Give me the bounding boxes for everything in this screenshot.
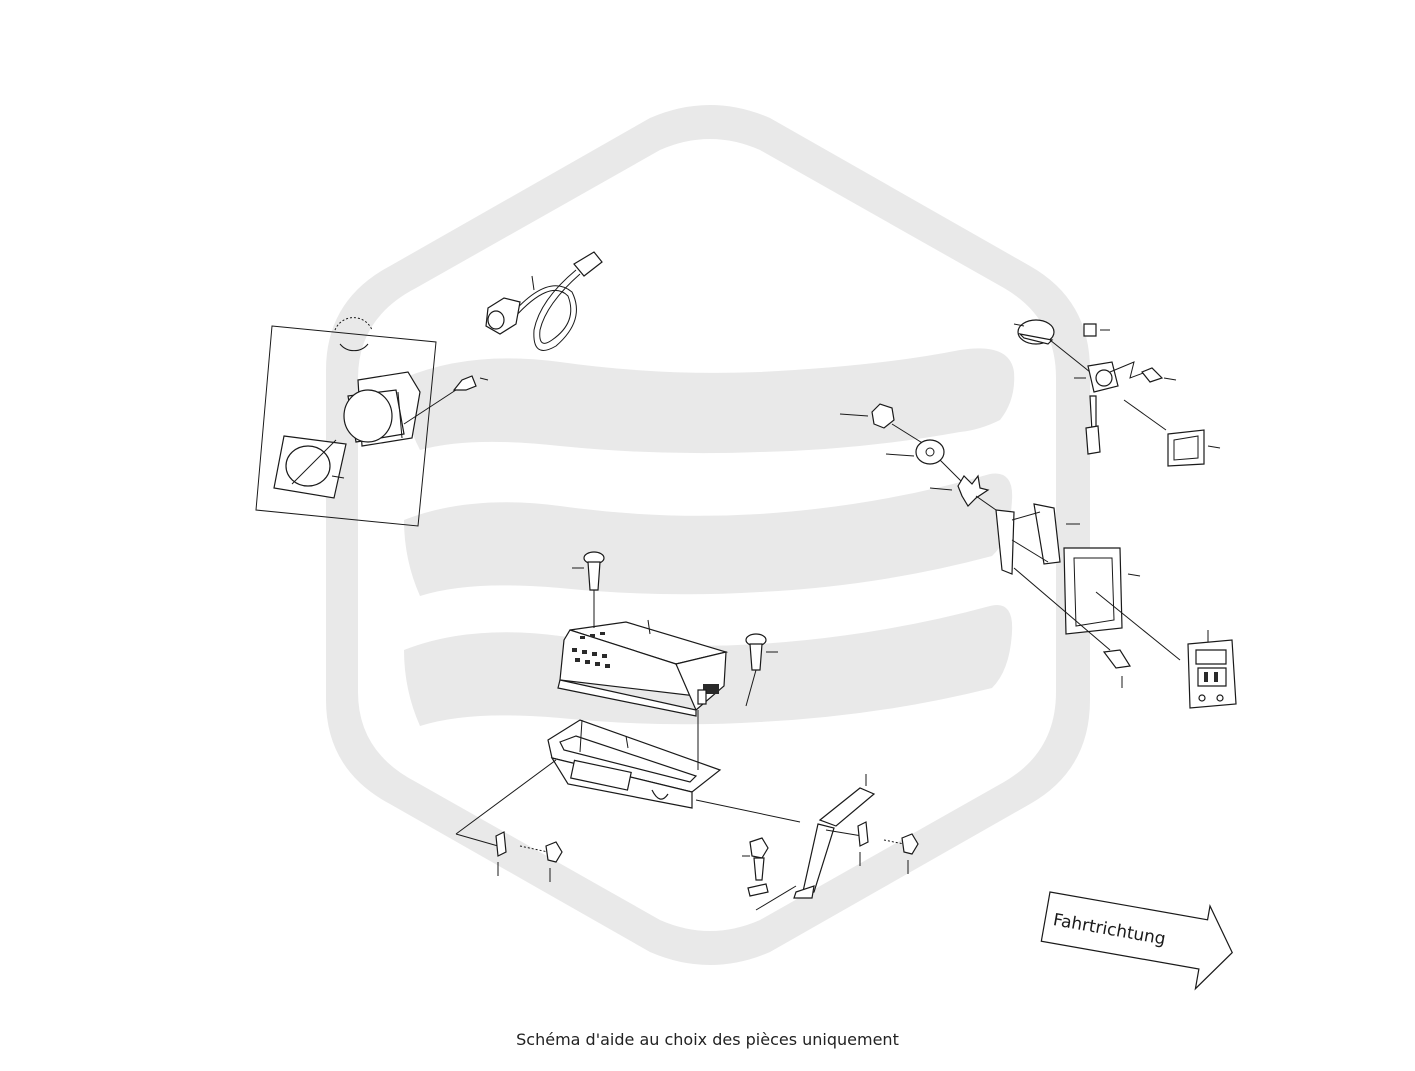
adapter-cable [486, 252, 602, 350]
diagram-caption: Schéma d'aide au choix des pièces unique… [516, 1030, 899, 1049]
circuit-breaker [1188, 630, 1236, 708]
mounting-plate-assembly [256, 318, 488, 526]
u-bracket [996, 504, 1080, 574]
angle-bracket [696, 774, 918, 898]
socket-outlet [1050, 324, 1220, 466]
direction-arrow: Fahrtrichtung [1038, 878, 1240, 994]
bolt-bottom [742, 838, 796, 910]
cap [1014, 320, 1054, 344]
nut-and-washers [840, 404, 996, 510]
screw-top-right [746, 634, 778, 706]
screw-top-left [572, 552, 604, 628]
frame-plate [1014, 548, 1180, 660]
charger-unit [558, 620, 726, 716]
bolt-left [456, 760, 562, 882]
watermark-logo [326, 105, 1090, 965]
mounting-bracket [548, 710, 720, 808]
screw-right [1104, 650, 1130, 688]
